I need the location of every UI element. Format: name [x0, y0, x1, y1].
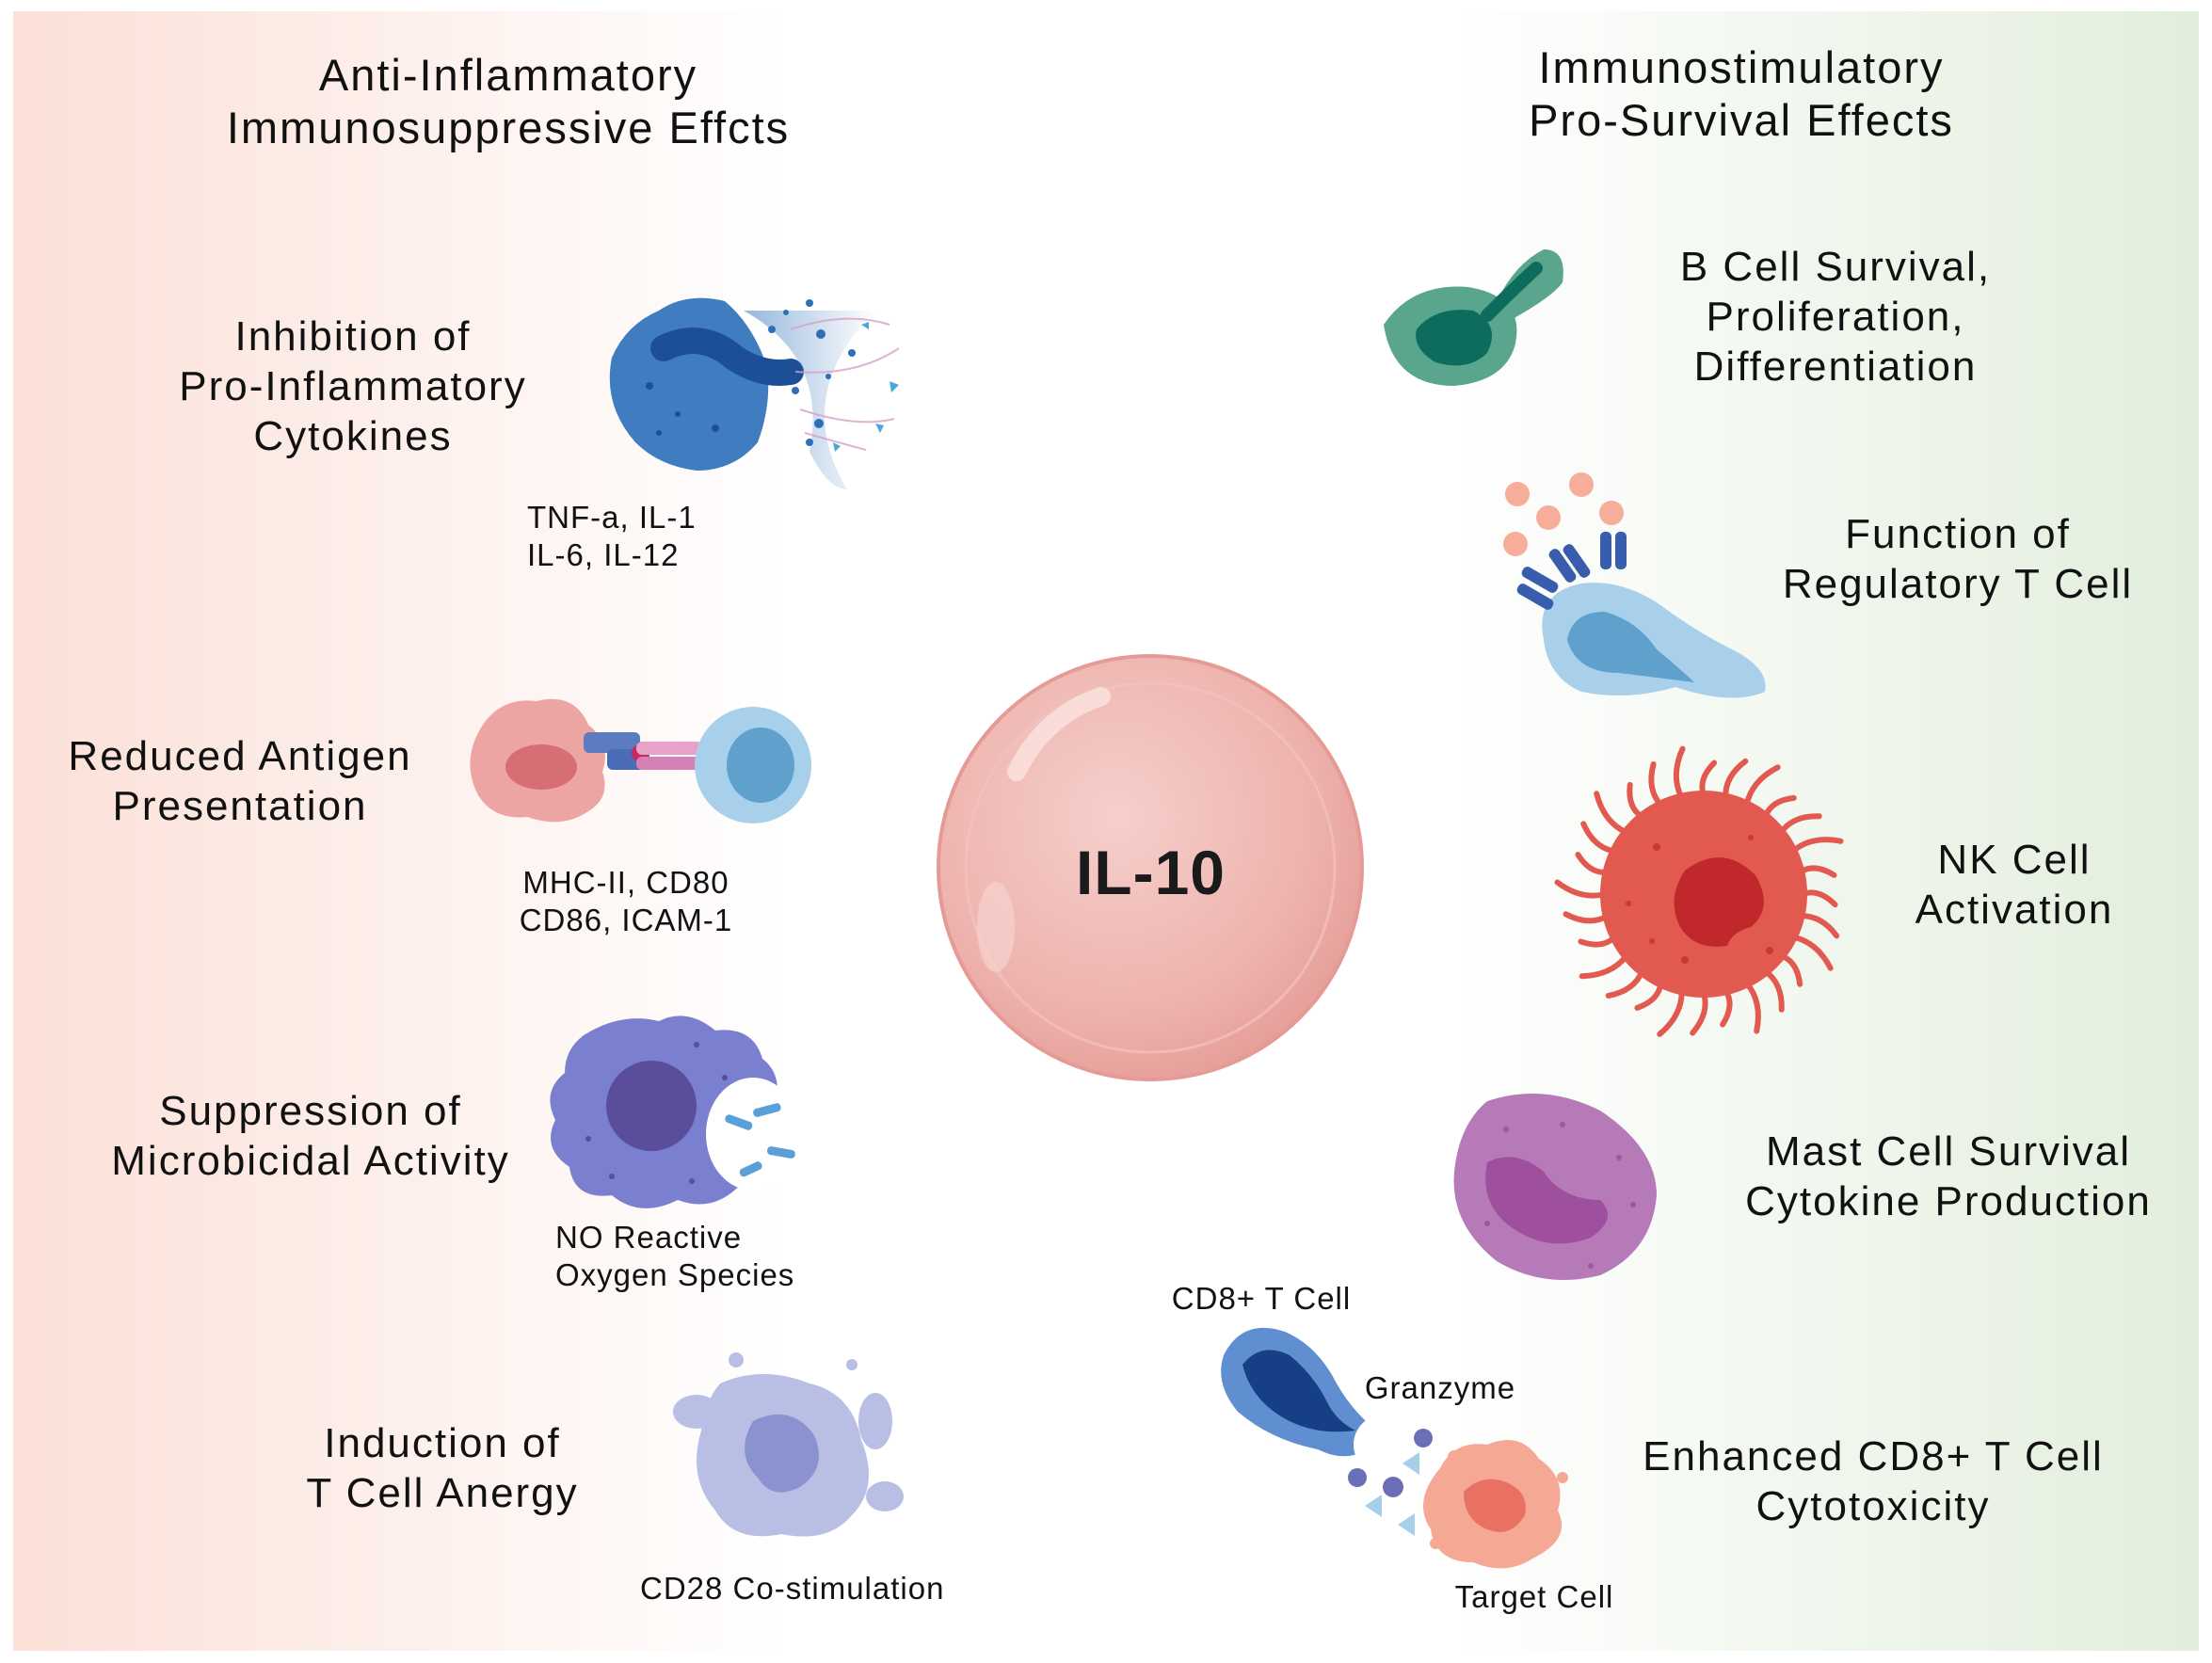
molecules-anergy: CD28 Co-stimulation [640, 1571, 945, 1606]
effect-t-cell-anergy: Induction of T Cell Anergy [306, 1420, 579, 1516]
molecules-antigen: MHC-II, CD80 CD86, ICAM-1 [519, 865, 733, 937]
b-cell-icon [1384, 249, 1563, 386]
effect-cytokine-inhibition: Inhibition of Pro-Inflammatory Cytokines [179, 313, 527, 459]
t-cell-icon [695, 707, 811, 824]
right-panel-background [1450, 11, 2199, 1651]
mast-cell-icon [1453, 1094, 1657, 1280]
molecules-microbicidal: NO Reactive Oxygen Species [555, 1220, 795, 1292]
anergic-t-cell-icon [673, 1352, 904, 1537]
effect-microbicidal: Suppression of Microbicidal Activity [111, 1088, 510, 1184]
effect-antigen-presentation: Reduced Antigen Presentation [68, 733, 412, 829]
effect-nk-activation: NK Cell Activation [1915, 837, 2114, 933]
il10-cell-icon [937, 654, 1364, 1081]
granzyme-label: Granzyme [1364, 1370, 1516, 1405]
target-cell-label: Target Cell [1454, 1579, 1614, 1614]
cytokine-secreting-cell-icon [609, 297, 900, 489]
cd8-t-cell-label: CD8+ T Cell [1171, 1281, 1352, 1316]
cd8-t-cell-icon [1221, 1327, 1414, 1475]
macrophage-icon [550, 1015, 800, 1208]
effect-b-cell-survival: B Cell Survival, Proliferation, Differen… [1679, 244, 1992, 390]
right-heading: Immunostimulatory Pro-Survival Effects [1529, 42, 1954, 146]
antigen-presenting-cell-icon [470, 698, 702, 823]
nk-cell-icon [1554, 745, 1844, 1037]
molecules-cytokines: TNF-a, IL-1 IL-6, IL-12 [527, 500, 697, 572]
effect-cd8-cytotoxicity: Enhanced CD8+ T Cell Cytotoxicity [1643, 1433, 2104, 1529]
granzyme-icon [1348, 1429, 1433, 1536]
left-heading: Anti-Inflammatory Immunosuppressive Effc… [226, 50, 791, 153]
left-panel-background [13, 11, 785, 1651]
regulatory-t-cell-icon [1503, 472, 1766, 698]
il10-label: IL-10 [1075, 838, 1226, 907]
effect-regulatory-t-cell: Function of Regulatory T Cell [1782, 511, 2134, 607]
effect-mast-cell: Mast Cell Survival Cytokine Production [1745, 1128, 2152, 1224]
target-cell-icon [1423, 1440, 1568, 1569]
